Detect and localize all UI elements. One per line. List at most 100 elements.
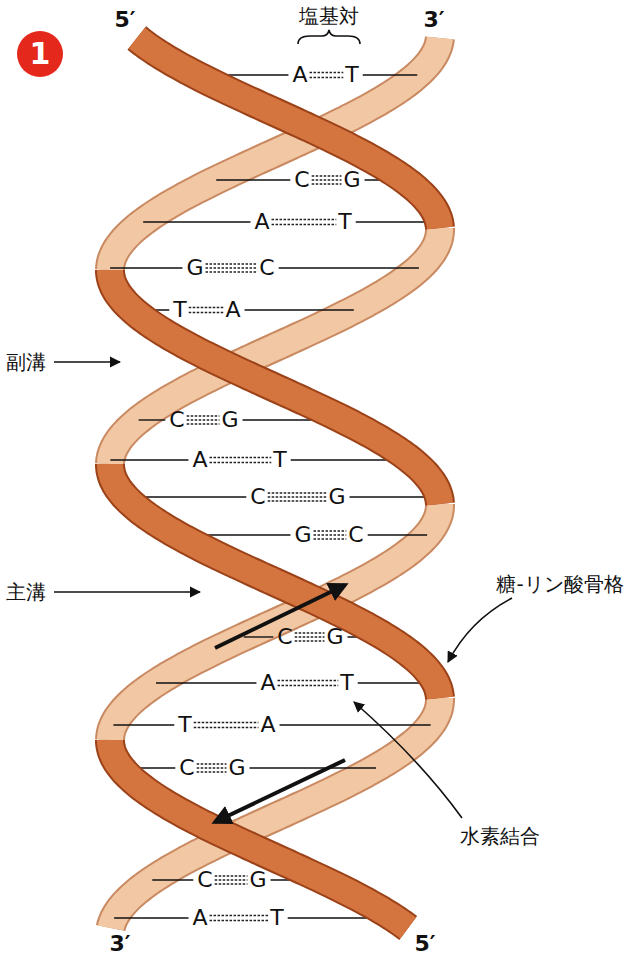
hydrogen-bond	[210, 457, 272, 458]
base-line	[152, 879, 193, 880]
hydrogen-bond	[189, 312, 224, 313]
hydrogen-bond	[215, 879, 248, 880]
base-letter: T	[345, 62, 358, 87]
hydrogen-bond	[206, 267, 258, 268]
base-letter: G	[228, 755, 245, 780]
hydrogen-bond	[314, 534, 347, 535]
base-letter: C	[294, 167, 309, 192]
back-strands	[110, 38, 440, 928]
strand-outline	[110, 38, 440, 270]
leader-arrow	[448, 598, 512, 662]
base-line	[113, 724, 174, 725]
base-letter: G	[186, 255, 203, 280]
hydrogen-bond	[268, 500, 327, 501]
base-letter: G	[294, 522, 311, 547]
strand-end: 3′	[423, 7, 444, 32]
sugar-phosphate-backbone	[110, 464, 440, 698]
base-letter: C	[277, 624, 292, 649]
hydrogen-bond	[210, 462, 272, 463]
part-name: 副溝	[6, 351, 46, 374]
hydrogen-bond	[278, 685, 339, 686]
hydrogen-bond	[268, 492, 327, 493]
base-letter: C	[250, 484, 265, 509]
part-name: 水素結合	[460, 825, 540, 848]
hydrogen-bond	[215, 875, 248, 876]
hydrogen-bond	[314, 538, 347, 539]
leader-arrow	[354, 702, 462, 818]
bracket	[298, 30, 360, 44]
hydrogen-bond	[295, 640, 325, 641]
base-letter: T	[173, 297, 186, 322]
base-letter: A	[254, 209, 269, 234]
leader-arrow	[54, 591, 200, 593]
base-letter: G	[343, 167, 360, 192]
hydrogen-bond	[197, 763, 227, 764]
base-line	[110, 459, 188, 460]
base-letter: T	[340, 670, 353, 695]
hydrogen-bond	[189, 307, 224, 308]
base-letter: A	[192, 905, 207, 930]
hydrogen-bond	[295, 632, 325, 633]
strand-end: 3′	[109, 931, 130, 956]
base-line	[363, 74, 418, 75]
hydrogen-bond	[314, 530, 347, 531]
sugar-phosphate-backbone	[110, 740, 408, 928]
base-line	[110, 267, 182, 268]
hydrogen-bond	[210, 920, 269, 921]
hydrogen-bond	[197, 767, 227, 768]
sugar-phosphate-backbone	[110, 270, 440, 504]
strand-outline	[137, 38, 440, 228]
hydrogen-bond	[194, 727, 259, 728]
strand-outline	[110, 740, 408, 928]
strand-outline	[110, 464, 440, 698]
hydrogen-bond	[206, 271, 258, 272]
strand-outline	[110, 270, 440, 504]
strand-end: 5′	[414, 931, 435, 956]
base-line	[156, 682, 256, 683]
part-name: 塩基対	[299, 5, 359, 28]
base-line	[114, 917, 188, 918]
sugar-phosphate-backbone	[111, 698, 440, 928]
base-line	[280, 724, 431, 725]
base-letter: T	[338, 209, 351, 234]
annotations	[54, 30, 512, 822]
base-line	[279, 267, 419, 268]
part-name: 主溝	[6, 581, 46, 604]
hydrogen-bond	[272, 224, 337, 225]
base-letter: A	[292, 62, 307, 87]
base-letter: T	[273, 447, 286, 472]
base-line	[143, 221, 250, 222]
base-letter: C	[179, 755, 194, 780]
hydrogen-bond	[312, 183, 342, 184]
base-letter: G	[328, 484, 345, 509]
leader-arrow	[54, 361, 120, 363]
hydrogen-bond	[268, 496, 327, 497]
base-letter: A	[225, 297, 240, 322]
base-letter: T	[270, 905, 283, 930]
hydrogen-bond	[206, 263, 258, 264]
base-letter: T	[178, 712, 191, 737]
base-line	[244, 636, 274, 637]
sugar-phosphate-backbone	[110, 38, 440, 270]
hydrogen-bond	[197, 771, 227, 772]
base-line	[139, 419, 166, 420]
hydrogen-bond	[210, 915, 269, 916]
hydrogen-bond	[187, 423, 220, 424]
base-line	[245, 309, 354, 310]
base-letter: A	[192, 447, 207, 472]
strand-outline	[111, 698, 440, 928]
callout-number: 1	[17, 31, 63, 77]
hydrogen-bond	[194, 722, 259, 723]
strand-end: 5′	[114, 7, 135, 32]
part-name: 糖-リン酸骨格	[496, 573, 623, 596]
front-strands	[110, 38, 440, 928]
base-line	[216, 179, 290, 180]
base-letter: C	[348, 522, 363, 547]
hydrogen-bond	[310, 72, 344, 73]
hydrogen-bond	[278, 680, 339, 681]
hydrogen-bond	[215, 883, 248, 884]
base-letter: C	[259, 255, 274, 280]
base-letter: G	[249, 867, 266, 892]
